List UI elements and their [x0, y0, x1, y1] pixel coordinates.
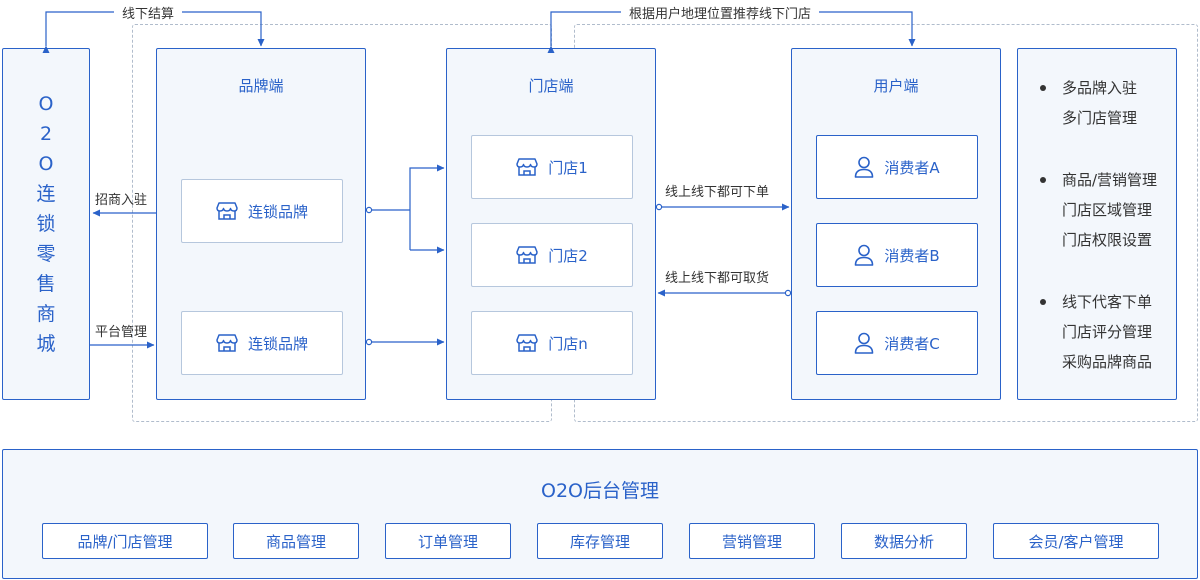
bullet-icon — [1040, 177, 1046, 183]
feature-item: 采购品牌商品 — [1062, 353, 1153, 371]
backend-panel: O2O后台管理 品牌/门店管理 商品管理 订单管理 库存管理 营销管理 数据分析… — [2, 449, 1198, 579]
backend-module-goods[interactable]: 商品管理 — [233, 523, 359, 559]
feature-panel: 多品牌入驻 多门店管理 商品/营销管理 门店区域管理 门店权限设置 线下代客下单… — [1017, 48, 1177, 400]
platform-manage-label: 平台管理 — [95, 325, 148, 340]
o2o-mall-panel: O 2 O 连 锁 零 售 商 城 — [2, 48, 90, 400]
brand-panel: 品牌端 连锁品牌 连锁品牌 — [156, 48, 366, 400]
brand-panel-title: 品牌端 — [238, 77, 284, 95]
o2o-mall-title: O 2 O 连 锁 零 售 商 城 — [3, 49, 89, 399]
brand-item-label: 连锁品牌 — [247, 334, 308, 353]
merchant-join-label: 招商入驻 — [95, 193, 148, 208]
backend-module-marketing[interactable]: 营销管理 — [689, 523, 815, 559]
feature-item: 线下代客下单 — [1040, 287, 1170, 317]
store-icon — [216, 334, 238, 352]
backend-module-members[interactable]: 会员/客户管理 — [993, 523, 1159, 559]
user-item[interactable]: 消费者C — [816, 311, 978, 375]
user-item-label: 消费者C — [884, 334, 940, 353]
title-char: 锁 — [36, 213, 56, 235]
user-icon — [854, 332, 874, 354]
backend-module-analytics[interactable]: 数据分析 — [841, 523, 967, 559]
store-item-label: 门店n — [548, 334, 588, 353]
feature-group: 商品/营销管理 门店区域管理 门店权限设置 — [1040, 165, 1170, 255]
backend-module-brand-store[interactable]: 品牌/门店管理 — [42, 523, 208, 559]
user-icon — [855, 244, 874, 266]
title-char: 2 — [39, 123, 53, 145]
feature-group: 线下代客下单 门店评分管理 采购品牌商品 — [1040, 287, 1170, 377]
backend-module-orders[interactable]: 订单管理 — [385, 523, 511, 559]
user-item-label: 消费者A — [884, 158, 940, 177]
title-char: 连 — [36, 183, 56, 205]
backend-title: O2O后台管理 — [541, 480, 659, 502]
user-icon — [855, 156, 874, 178]
store-item-label: 门店1 — [548, 158, 588, 177]
store-item-label: 门店2 — [548, 246, 588, 265]
store-item[interactable]: 门店n — [471, 311, 633, 375]
feature-item: 多门店管理 — [1062, 109, 1138, 127]
offline-settlement-label: 线下结算 — [114, 3, 183, 22]
feature-item: 商品/营销管理 — [1040, 165, 1170, 195]
title-char: O — [38, 153, 54, 175]
title-char: 零 — [36, 243, 56, 265]
brand-item[interactable]: 连锁品牌 — [181, 311, 343, 375]
user-panel-title: 用户端 — [873, 77, 919, 95]
feature-item: 多品牌入驻 — [1040, 73, 1170, 103]
geo-recommend-label: 根据用户地理位置推荐线下门店 — [621, 3, 820, 22]
backend-module-inventory[interactable]: 库存管理 — [537, 523, 663, 559]
user-item[interactable]: 消费者A — [816, 135, 978, 199]
brand-item-label: 连锁品牌 — [247, 202, 308, 221]
bullet-icon — [1040, 85, 1046, 91]
bullet-icon — [1040, 299, 1046, 305]
store-icon — [516, 246, 538, 264]
store-item[interactable]: 门店1 — [471, 135, 633, 199]
store-item[interactable]: 门店2 — [471, 223, 633, 287]
user-item[interactable]: 消费者B — [816, 223, 978, 287]
feature-item: 门店评分管理 — [1062, 323, 1153, 341]
feature-item: 门店权限设置 — [1062, 231, 1153, 249]
title-char: O — [38, 93, 54, 115]
feature-item: 门店区域管理 — [1062, 201, 1153, 219]
store-icon — [516, 334, 538, 352]
user-item-label: 消费者B — [884, 246, 940, 265]
store-panel: 门店端 门店1 门店2 门店n — [446, 48, 656, 400]
store-panel-title: 门店端 — [528, 77, 574, 95]
order-online-offline-label: 线上线下都可下单 — [665, 185, 770, 200]
user-panel: 用户端 消费者A 消费者B 消费者C — [791, 48, 1001, 400]
feature-list: 多品牌入驻 多门店管理 商品/营销管理 门店区域管理 门店权限设置 线下代客下单… — [1040, 73, 1170, 397]
title-char: 城 — [36, 333, 56, 355]
title-char: 商 — [36, 303, 56, 325]
brand-item[interactable]: 连锁品牌 — [181, 179, 343, 243]
feature-group: 多品牌入驻 多门店管理 — [1040, 73, 1170, 133]
title-char: 售 — [36, 273, 56, 295]
store-icon — [516, 158, 538, 176]
pickup-online-offline-label: 线上线下都可取货 — [665, 271, 770, 286]
store-icon — [216, 202, 238, 220]
